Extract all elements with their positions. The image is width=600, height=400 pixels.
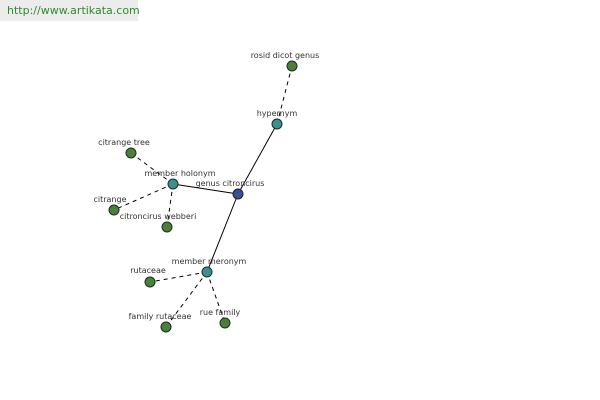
node-citrange[interactable] — [108, 204, 120, 216]
label-citroncirus-webberi[interactable]: citroncirus webberi — [120, 212, 197, 221]
node-member-meronym[interactable] — [201, 266, 213, 278]
edge-center-member-meronym — [206, 193, 239, 273]
edge-meronym-family-rutaceae — [165, 271, 208, 328]
node-genus-citroncirus[interactable] — [232, 188, 244, 200]
edge-meronym-rue-family — [206, 271, 226, 324]
label-rutaceae[interactable]: rutaceae — [130, 266, 166, 275]
label-hypernym[interactable]: hypernym — [257, 109, 298, 118]
label-member-holonym[interactable]: member holonym — [144, 169, 215, 178]
node-family-rutaceae[interactable] — [160, 321, 172, 333]
edge-center-member-holonym — [172, 183, 239, 195]
edge-holonym-citrange-tree — [130, 152, 174, 185]
label-citrange[interactable]: citrange — [93, 195, 126, 204]
edge-center-hypernym — [237, 123, 278, 195]
node-rosid-dicot-genus[interactable] — [286, 60, 298, 72]
label-member-meronym[interactable]: member meronym — [172, 257, 247, 266]
node-member-holonym[interactable] — [167, 178, 179, 190]
edge-holonym-citrange — [113, 183, 174, 211]
node-hypernym[interactable] — [271, 118, 283, 130]
edge-meronym-rutaceae — [149, 271, 208, 283]
node-citroncirus-webberi[interactable] — [161, 221, 173, 233]
node-rue-family[interactable] — [219, 317, 231, 329]
source-url[interactable]: http://www.artikata.com — [0, 0, 140, 21]
label-rosid-dicot-genus[interactable]: rosid dicot genus — [251, 51, 320, 60]
label-citrange-tree[interactable]: citrange tree — [98, 138, 150, 147]
edge-hypernym-rosid-dicot-genus — [276, 65, 293, 125]
label-family-rutaceae[interactable]: family rutaceae — [129, 312, 192, 321]
label-genus-citroncirus[interactable]: genus citroncirus — [196, 179, 265, 188]
node-rutaceae[interactable] — [144, 276, 156, 288]
node-citrange-tree[interactable] — [125, 147, 137, 159]
label-rue-family[interactable]: rue family — [200, 308, 241, 317]
